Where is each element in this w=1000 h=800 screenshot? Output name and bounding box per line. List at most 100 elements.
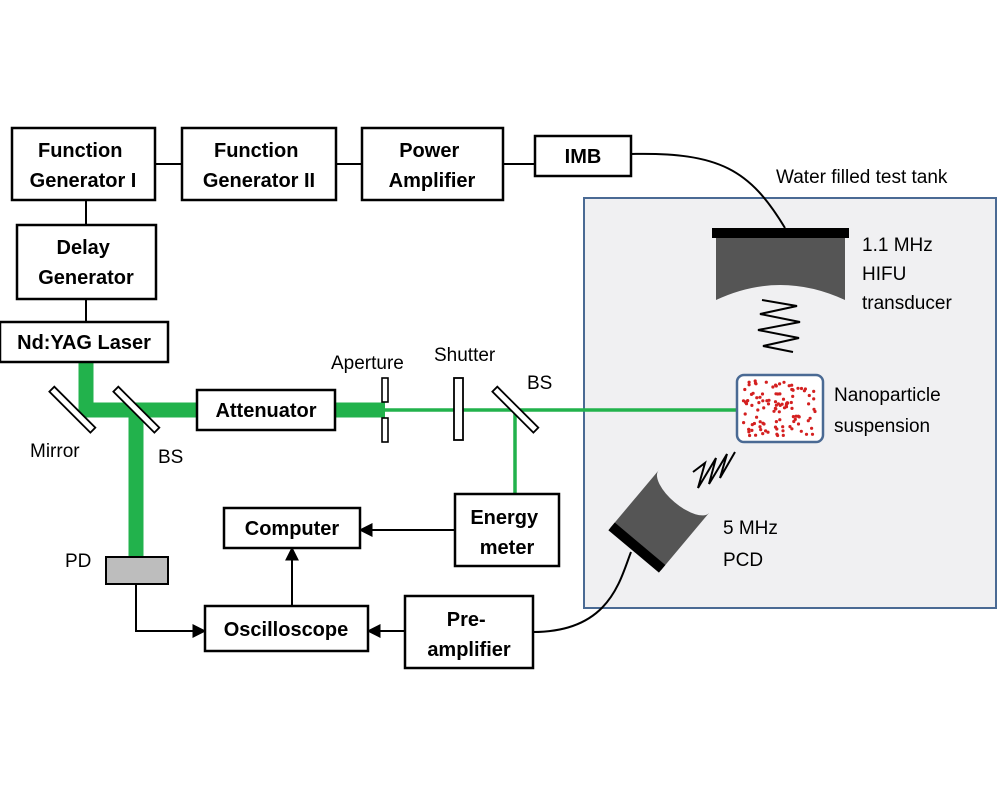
nanoparticle-dot (785, 401, 789, 405)
nanoparticle-dot (784, 405, 789, 409)
nanoparticle-dot (778, 382, 782, 386)
nanoparticle-dot (766, 430, 770, 434)
shutter (453, 377, 464, 441)
nanoparticle-dot (772, 409, 776, 413)
nanoparticle-dot (810, 426, 814, 430)
nanoparticle-dot (743, 412, 747, 416)
pcd-label-line2: PCD (723, 550, 763, 571)
beam-splitter-right (491, 385, 540, 434)
nanoparticle-dot (761, 432, 765, 436)
power-amplifier-line1: Power (399, 140, 459, 162)
beam-splitter-left (112, 385, 161, 434)
energy-meter (453, 492, 561, 568)
nanoparticle-dot (771, 385, 775, 389)
tank-label: Water filled test tank (776, 167, 948, 188)
hifu-label-line3: transducer (862, 293, 952, 314)
nanoparticle-dot (775, 427, 779, 431)
nanoparticle-dot (774, 383, 778, 387)
energy-meter-line2: meter (480, 537, 535, 559)
pcd-label-line1: 5 MHz (723, 518, 778, 539)
hifu-label-line1: 1.1 MHz (862, 235, 933, 256)
svg-text:Power Amplifier: Power Amplifier (389, 140, 476, 192)
nanoparticle-dot (794, 414, 798, 418)
nanoparticle-dot (806, 419, 810, 423)
nanoparticle-dot (750, 403, 754, 407)
aperture-bottom (381, 417, 389, 443)
pcd-wave (692, 451, 736, 489)
nanoparticle-dot (744, 400, 748, 404)
nanoparticle-dot (747, 430, 751, 434)
nanoparticle-dot (812, 407, 816, 411)
imb-box (533, 134, 633, 178)
nanoparticle-dot (807, 393, 811, 398)
function-generator-2-line1: Function (214, 140, 298, 162)
power-amplifier (360, 126, 505, 202)
nanoparticle-dot (808, 416, 812, 420)
nanoparticle-dot (781, 429, 785, 433)
nanoparticle-dot (807, 402, 811, 406)
nanoparticle-dot (758, 425, 762, 429)
shutter-label: Shutter (434, 345, 496, 366)
nd-yag-laser-label: Nd:YAG Laser (17, 332, 151, 354)
nanoparticle-dot (773, 400, 778, 404)
delay-generator-line1: Delay (57, 237, 111, 259)
nanoparticle-label-line1: Nanoparticle (834, 385, 941, 406)
energy-meter-line1: Energy (470, 507, 539, 529)
oscilloscope-label: Oscilloscope (224, 619, 349, 641)
function-generator-1-line2: Generator I (30, 170, 137, 192)
nanoparticle-dot (796, 386, 800, 390)
nanoparticle-dot (757, 401, 761, 405)
nanoparticle-dot (782, 380, 786, 384)
nanoparticle-dot (747, 380, 751, 384)
nanoparticle-dot (776, 433, 780, 438)
delay-generator-line2: Generator (38, 267, 134, 289)
nanoparticle-dot (743, 387, 747, 392)
svg-text:Function Generator II: Function Generator II (203, 140, 315, 192)
nanoparticle-dot (765, 399, 769, 403)
nanoparticle-dot (761, 399, 765, 403)
nanoparticle-dot (812, 389, 816, 393)
photodiode (105, 556, 169, 585)
nanoparticle-dot (781, 397, 786, 401)
nanoparticle-dot (748, 433, 752, 438)
nanoparticle-dot (778, 403, 782, 407)
preamplifier-line2: amplifier (427, 639, 511, 661)
nanoparticle-dot (758, 420, 762, 424)
svg-text:Function Generator I: Function Generator I (30, 140, 137, 192)
nanoparticle-dot (781, 425, 785, 429)
nanoparticle-dot (754, 433, 758, 437)
nanoparticle-dot (790, 383, 794, 387)
cable-pcd-preamp (532, 551, 632, 633)
nanoparticle-dot (747, 427, 751, 432)
nanoparticle-dot (750, 428, 754, 432)
svg-text:Delay Generator: Delay Generator (38, 237, 134, 289)
nanoparticle-dot (791, 388, 795, 392)
svg-text:Energy meter: Energy meter (470, 507, 543, 559)
oscilloscope (203, 604, 370, 653)
attenuator-label: Attenuator (215, 400, 316, 422)
nanoparticle-dot (764, 429, 768, 433)
nanoparticle-dot (751, 391, 755, 395)
nanoparticle-dot (759, 428, 763, 432)
function-generator-1 (10, 126, 157, 202)
nanoparticle-dot (799, 386, 804, 391)
nanoparticle-dot (777, 410, 781, 414)
aperture-label: Aperture (331, 353, 404, 374)
preamplifier-line1: Pre- (447, 609, 486, 631)
computer-label: Computer (245, 518, 340, 540)
computer (222, 506, 362, 550)
nanoparticle-dot (796, 414, 800, 418)
hifu-wave (757, 299, 801, 353)
nanoparticle-dot (804, 432, 809, 436)
cable-imb-hifu (630, 152, 786, 229)
nanoparticle-dot (755, 415, 759, 419)
hifu-backing (712, 228, 849, 238)
aperture-top (381, 377, 389, 403)
nanoparticle-dot (753, 379, 757, 383)
hifu-label: 1.1 MHz HIFU transducer (862, 235, 952, 314)
nanoparticle-dot (766, 402, 771, 406)
nanoparticle-label-line2: suspension (834, 416, 930, 437)
nanoparticle-dot (758, 395, 762, 399)
nanoparticle-dot (761, 421, 765, 425)
